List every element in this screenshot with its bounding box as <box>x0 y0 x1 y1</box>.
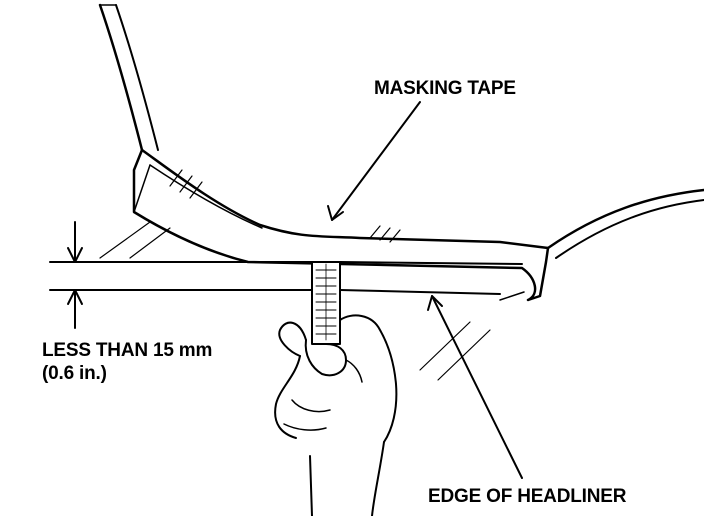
measurement-label-in: (0.6 in.) <box>42 363 107 384</box>
masking-tape-label: MASKING TAPE <box>374 78 516 99</box>
edge-of-headliner-label: EDGE OF HEADLINER <box>428 486 627 507</box>
measurement-lines <box>49 221 523 329</box>
glass-hatching <box>99 221 491 381</box>
ruler <box>311 261 341 345</box>
pillar-trim <box>98 3 159 152</box>
measurement-label-mm: LESS THAN 15 mm <box>42 340 213 361</box>
hand <box>274 314 398 516</box>
leader-arrows <box>327 101 523 479</box>
door-frame <box>546 188 704 259</box>
